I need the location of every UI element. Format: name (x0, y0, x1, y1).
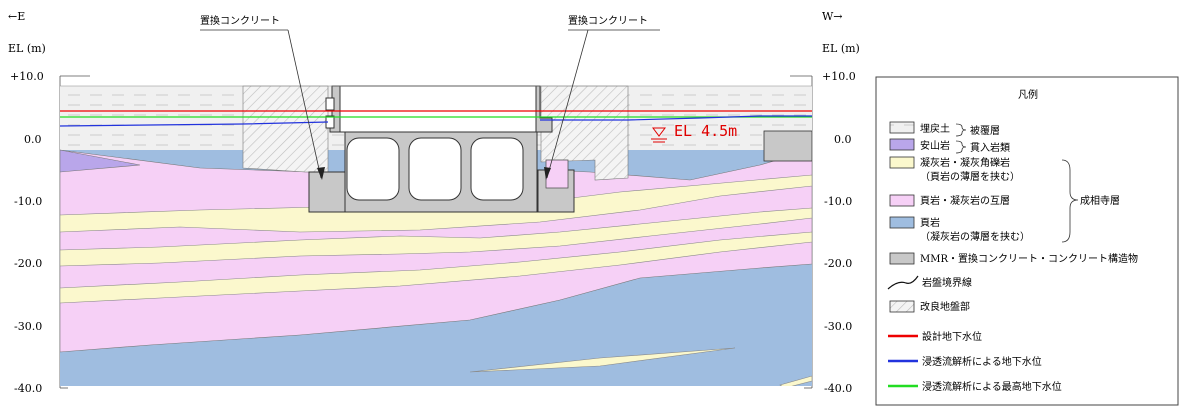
right-tick-label: +10.0 (822, 70, 856, 83)
concrete-structure-right (763, 130, 812, 162)
legend-group-intrusive: 貫入岩類 (970, 141, 1010, 154)
left-tick-label: -40.0 (14, 382, 42, 395)
replacement-concrete-label-right: 置換コンクリート (568, 15, 648, 27)
replacement-concrete-label-left: 置換コンクリート (200, 15, 280, 27)
replacement-concrete-left (308, 171, 346, 213)
legend-group-cover: 被覆層 (970, 124, 1000, 137)
left-tick-label: -10.0 (14, 195, 42, 208)
right-tick-label: -20.0 (824, 257, 852, 270)
legend-seepage-wl: 浸透流解析による地下水位 (922, 355, 1042, 368)
legend-tuff-note: （頁岩の薄層を挟む） (920, 170, 1020, 183)
legend-shale: 頁岩 (920, 216, 940, 229)
legend-boundary: 岩盤境界線 (922, 276, 972, 289)
andesite-layer (60, 149, 141, 173)
improved-ground-zone (242, 85, 329, 173)
legend-improved: 改良地盤部 (920, 300, 970, 313)
tuff-lens (469, 347, 736, 373)
left-tick-label: -30.0 (14, 320, 42, 333)
left-tick-label: +10.0 (10, 70, 44, 83)
legend-group-formation: 成相寺層 (1080, 194, 1120, 207)
legend-box (875, 76, 1179, 406)
seepage-water-level-line (60, 115, 812, 127)
legend-andesite: 安山岩 (920, 139, 950, 152)
right-tick-label: -30.0 (824, 320, 852, 333)
legend: 凡例 埋戻土 被覆層 安山岩 貫入岩類 凝灰岩・凝灰角礫岩 （頁岩の薄層を挟む）… (875, 76, 1179, 406)
geology-section (60, 85, 812, 386)
box-culvert (308, 85, 575, 213)
tuff-layer (60, 207, 812, 267)
left-tick-label: -20.0 (14, 257, 42, 270)
legend-tuff: 凝灰岩・凝灰角礫岩 (920, 156, 1010, 169)
right-axis-unit: EL (m) (822, 42, 860, 55)
left-tick-label: 0.0 (24, 133, 42, 146)
legend-seepage-max-wl: 浸透流解析による最高地下水位 (922, 380, 1062, 393)
legend-title: 凡例 (1018, 88, 1038, 101)
legend-shale-tuff-alternation: 頁岩・凝灰岩の互層 (920, 194, 1010, 207)
legend-fill-soil: 埋戻土 (920, 122, 950, 135)
formation-brace (1061, 159, 1079, 243)
right-tick-label: -40.0 (824, 382, 852, 395)
legend-design-wl: 設計地下水位 (922, 330, 982, 343)
tuff-layer (60, 231, 812, 304)
boundary-line-symbol (887, 275, 919, 290)
water-level-marker: EL 4.5m (651, 122, 737, 143)
right-tick-label: -10.0 (824, 195, 852, 208)
left-axis-unit: EL (m) (8, 42, 46, 55)
right-tick-label: 0.0 (834, 133, 852, 146)
legend-shale-note: （凝灰岩の薄層を挟む） (920, 230, 1030, 243)
west-direction-label: W→ (822, 10, 843, 23)
east-direction-label: ←E (8, 10, 25, 23)
water-level-label: EL 4.5m (674, 122, 737, 140)
legend-concrete: MMR・置換コンクリート・コンクリート構造物 (920, 252, 1138, 265)
